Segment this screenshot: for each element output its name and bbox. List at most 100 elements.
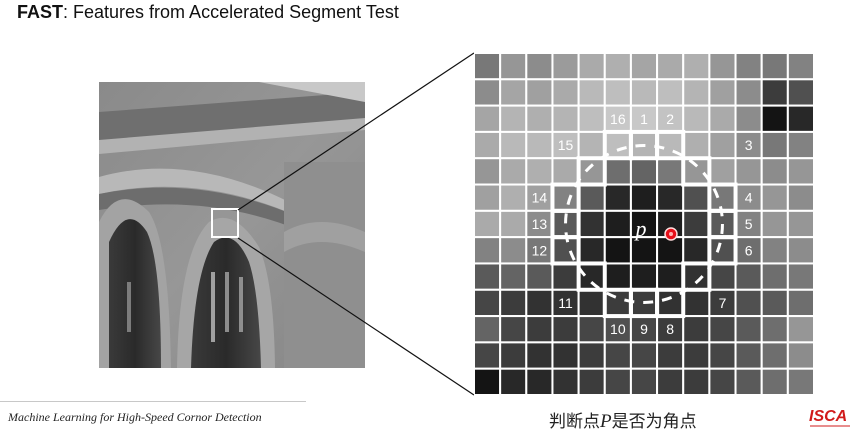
footer-divider <box>0 401 306 402</box>
grid-cell <box>499 78 528 107</box>
circle-label: 15 <box>558 137 574 153</box>
circle-pixel <box>602 129 633 161</box>
grid-cell <box>629 52 659 81</box>
grid-cell <box>473 78 502 107</box>
isca-logo: ISCA <box>809 408 850 427</box>
grid-cell <box>656 78 685 107</box>
grid-cell <box>786 341 816 370</box>
grid-cell <box>656 52 685 81</box>
circle-label: 11 <box>558 295 573 311</box>
grid-cell <box>525 315 554 344</box>
grid-cell <box>760 104 789 133</box>
grid-cell <box>551 183 580 212</box>
grid-cell <box>551 341 580 370</box>
slide-title: FAST: Features from Accelerated Segment … <box>17 2 399 23</box>
grid-cell <box>525 236 554 265</box>
grid-cell <box>656 367 685 397</box>
grid-cell <box>760 315 789 344</box>
grid-cell <box>656 341 685 370</box>
circle-label: 16 <box>610 111 626 127</box>
grid-cell <box>473 183 502 212</box>
grid-cell <box>629 157 659 186</box>
grid-cell <box>525 52 554 81</box>
grid-cell <box>499 236 528 265</box>
grid-cell <box>682 288 711 318</box>
grid-cell <box>603 52 632 81</box>
circle-label: 10 <box>610 321 626 337</box>
grid-cell <box>603 183 632 212</box>
title-acronym: FAST <box>17 2 64 22</box>
grid-cell <box>499 367 528 397</box>
circle-label: 13 <box>532 216 548 232</box>
grid-cell <box>603 209 632 239</box>
grid-cell <box>603 341 632 370</box>
circle-pixel <box>602 287 633 319</box>
grid-cell <box>682 183 711 212</box>
grid-cell <box>786 262 816 291</box>
grid-cell <box>656 288 685 318</box>
grid-cell <box>551 78 580 107</box>
grid-cell <box>734 157 763 186</box>
grid-cell <box>734 78 763 107</box>
grid-cell <box>577 78 606 107</box>
grid-cell <box>760 367 789 397</box>
circle-label: 12 <box>532 242 548 258</box>
grid-cell <box>629 78 659 107</box>
grid-cell <box>525 104 554 133</box>
grid-cell <box>473 104 502 133</box>
grid-cell <box>629 262 659 291</box>
center-pixel-label: p <box>634 216 647 241</box>
grid-cell <box>682 367 711 397</box>
circle-pixel <box>707 235 738 266</box>
grid-cell <box>577 367 606 397</box>
grid-cell <box>499 130 528 160</box>
grid-cell <box>473 288 502 318</box>
grid-cell <box>708 157 737 186</box>
circle-pixel <box>576 261 607 292</box>
grid-cell <box>760 183 789 212</box>
grid-cell <box>734 315 763 344</box>
grid-cell <box>499 52 528 81</box>
circle-label: 14 <box>532 190 548 206</box>
grid-cell <box>786 52 816 81</box>
grid-cell <box>708 367 737 397</box>
grid-cell <box>786 236 816 265</box>
circle-pixel <box>681 261 712 292</box>
grid-cell <box>656 236 685 265</box>
grid-cell <box>734 52 763 81</box>
grid-cell <box>525 262 554 291</box>
grid-cell <box>734 341 763 370</box>
grid-cell <box>786 130 816 160</box>
grid-cell <box>760 341 789 370</box>
grid-cell <box>525 130 554 160</box>
grid-cell <box>786 78 816 107</box>
grid-cell <box>656 157 685 186</box>
grid-cell <box>577 130 606 160</box>
circle-label: 4 <box>745 190 753 206</box>
grid-cell <box>760 209 789 239</box>
selection-box <box>211 208 239 238</box>
grid-cell <box>551 315 580 344</box>
grid-cell <box>734 262 763 291</box>
grid-cell <box>577 315 606 344</box>
svg-text:ISCA: ISCA <box>809 408 847 425</box>
grid-cell <box>760 52 789 81</box>
grid-cell <box>473 367 502 397</box>
grid-cell <box>525 157 554 186</box>
grid-cell <box>499 104 528 133</box>
grid-cell <box>708 262 737 291</box>
grid-cell <box>708 104 737 133</box>
grid-cell <box>629 367 659 397</box>
grid-cell <box>629 341 659 370</box>
grid-cell <box>577 262 606 291</box>
grid-cell <box>682 262 711 291</box>
grid-cell <box>525 209 554 239</box>
title-text: : Features from Accelerated Segment Test <box>63 2 399 22</box>
grid-cell <box>786 209 816 239</box>
grid-cell <box>682 52 711 81</box>
grid-cell <box>603 367 632 397</box>
grid-cell <box>525 341 554 370</box>
grid-cell <box>760 288 789 318</box>
grid-cell <box>551 236 580 265</box>
